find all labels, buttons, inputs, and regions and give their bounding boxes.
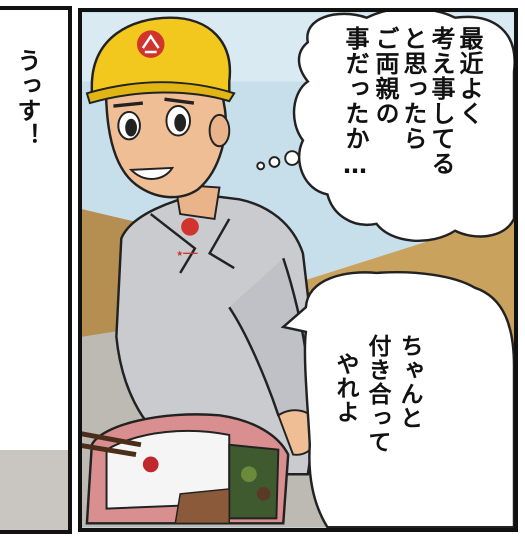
thought-line-3: と思ったら [399, 26, 427, 151]
thought-line-5: 事だったか… [341, 26, 369, 180]
pocket-logo [181, 217, 199, 236]
main-panel: ★━━━ [78, 8, 518, 532]
speech-line-2: 付き合って [364, 334, 390, 454]
helmet-logo [136, 30, 165, 58]
svg-text:★━━━: ★━━━ [176, 249, 197, 258]
left-panel: うっす！ [0, 6, 72, 534]
thought-dot-3 [256, 161, 266, 171]
thought-dot-2 [268, 156, 281, 168]
bento-greens [228, 443, 280, 520]
speech-line-3: やれよ [332, 352, 358, 424]
left-speech-text: うっす！ [13, 48, 41, 148]
thought-line-4: ご両親の [371, 26, 399, 126]
umeboshi [142, 456, 159, 473]
left-panel-shadow [0, 450, 68, 530]
scene-illustration: ★━━━ [82, 12, 514, 528]
speech-line-1: ちゃんと [396, 334, 422, 430]
thought-line-1: 最近よく [455, 26, 483, 126]
thought-bubble [292, 12, 514, 242]
thought-dot-1 [284, 150, 300, 166]
thought-line-2: 考え事してる [427, 26, 455, 176]
speech-bubble [280, 270, 514, 528]
